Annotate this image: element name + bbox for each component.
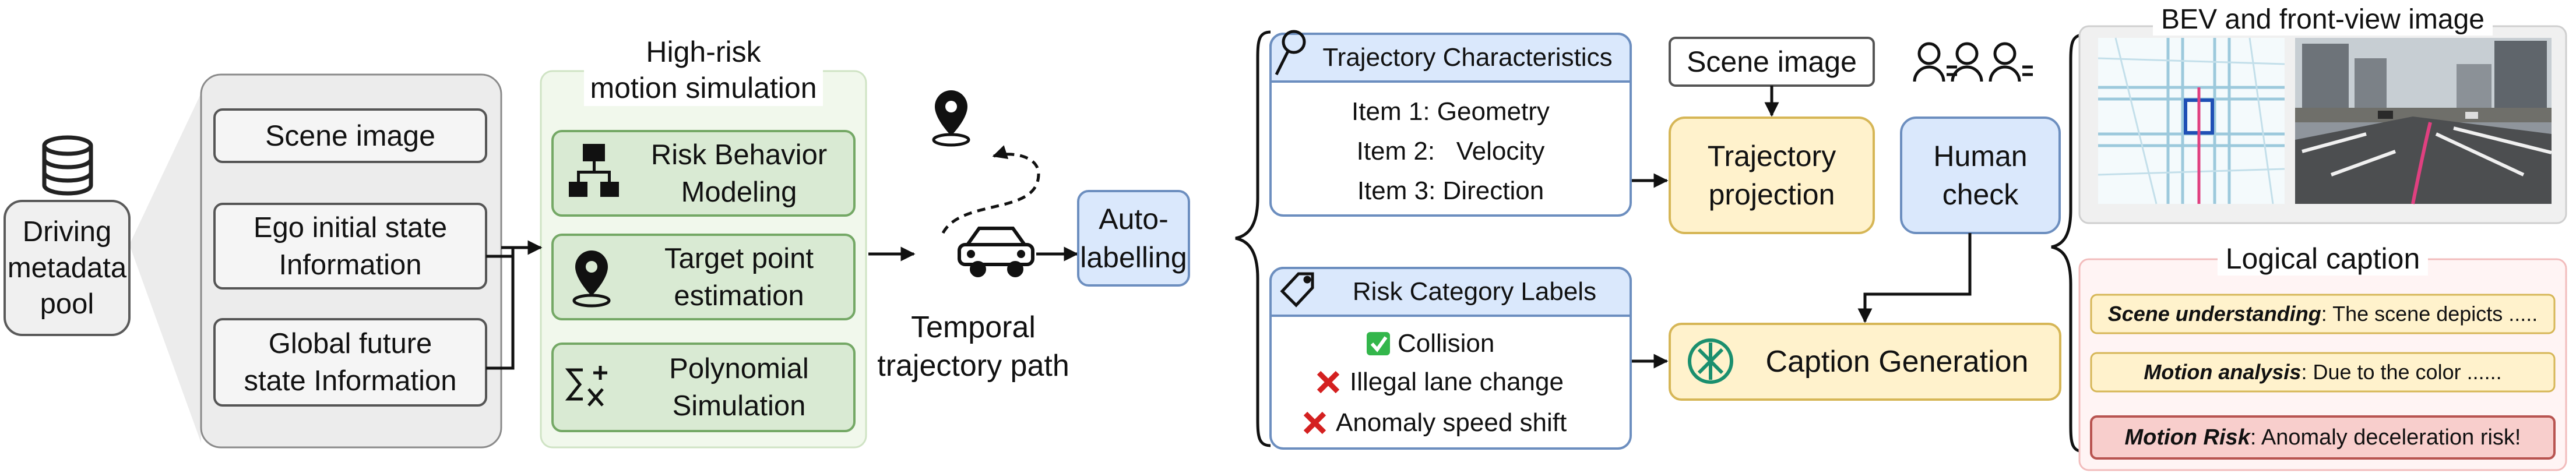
dashed-trajectory [941,145,1040,234]
trajectory-projection-label: Trajectory projection [1670,118,1874,233]
labelling-brace [1235,30,1271,447]
pool-label-line-1: Driving [22,216,112,248]
caption-scene-key: Scene understanding [2107,302,2321,326]
polynomial-line-2: Simulation [672,390,806,422]
caption-motion-box [2090,352,2556,393]
logical-caption-title: Logical caption [2079,239,2566,278]
temporal-label: Temporal trajectory path [874,303,1072,390]
caption-scene-text: : The scene depicts ..... [2321,302,2538,326]
risk-behavior-line-2: Modeling [681,176,797,208]
polynomial-line-1: Polynomial [669,353,809,384]
simulation-title-line-2: motion simulation [584,70,823,106]
simulation-title: High-risk motion simulation [541,29,866,111]
ego-state-line-1: Ego initial state [253,211,448,243]
polynomial-label: Polynomial Simulation [624,344,854,431]
auto-labelling-box [1077,190,1190,287]
temporal-line-2: trajectory path [877,349,1069,383]
output-brace [2051,33,2084,453]
people-icon [1913,42,2033,82]
caption-generation-box [1669,323,2061,401]
caption-risk: Motion Risk: Anomaly deceleration risk! [2091,416,2554,458]
caption-risk-text: : Anomaly deceleration risk! [2250,425,2521,450]
front-view-image [2295,38,2552,204]
global-state-input-box [213,318,487,407]
bev-title-text: BEV and front-view image [2153,3,2493,36]
auto-labelling-line-1: Auto- [1099,203,1169,235]
input-connectors [486,240,543,370]
trajectory-projection-box [1669,117,1875,234]
target-point-line-1: Target point [664,242,814,274]
pool-label-line-3: pool [40,288,94,320]
scene-image-input-box [213,108,487,163]
risk-label-collision: Collision [1398,329,1495,358]
scene-image-input-label: Scene image [265,119,435,152]
traj-char-title: Trajectory Characteristics [1322,43,1613,72]
wrench-icon [1275,30,1306,76]
traj-char-item-2: Item 2: Velocity [1356,137,1545,165]
human-check-line-1: Human [1933,140,2028,172]
database-icon [42,135,93,196]
traj-char-item-3: Item 3: Direction [1357,177,1544,205]
pool-label-line-2: metadata [7,252,127,284]
polynomial-box [551,343,856,432]
auto-labelling-label: Auto- labelling [1078,191,1189,285]
target-pin-icon [932,90,970,147]
risk-label-anomaly-speed: Anomaly speed shift [1336,408,1567,437]
caption-risk-key: Motion Risk [2124,425,2250,450]
bev-map-image [2098,37,2285,204]
global-state-line-1: Global future [268,328,432,359]
traj-char-item-1: Item 1: Geometry [1352,97,1550,126]
ego-state-label: Ego initial state Information [214,204,486,288]
traj-char-items: Item 1: Geometry Item 2: Velocity Item 3… [1271,93,1631,210]
scene-image-tag-label: Scene image [1687,45,1857,78]
ego-state-line-2: Information [279,249,422,281]
caption-scene-box [2090,294,2556,334]
risk-labels-title: Risk Category Labels [1352,277,1597,306]
risk-label-illegal-lane: Illegal lane change [1350,368,1564,396]
trajectory-projection-line-2: projection [1708,178,1835,211]
collision-check-icon [1367,332,1390,355]
caption-motion: Motion analysis: Due to the color ...... [2091,353,2554,391]
illegal-lane-cross-icon [1317,370,1340,394]
pool-node [3,200,131,336]
human-to-caption-arrow [1857,233,1972,323]
global-state-label: Global future state Information [214,319,486,405]
risk-behavior-label: Risk Behavior Modeling [624,131,854,216]
caption-motion-text: : Due to the color ...... [2301,360,2502,384]
logical-caption-title-text: Logical caption [2217,242,2429,276]
temporal-line-1: Temporal [911,310,1036,344]
bev-title: BEV and front-view image [2079,1,2566,37]
trajectory-projection-line-1: Trajectory [1707,140,1836,172]
location-pin-icon [572,250,611,308]
risk-behavior-line-1: Risk Behavior [650,139,828,171]
caption-motion-key: Motion analysis [2144,360,2301,384]
risk-behavior-box [551,130,856,217]
human-check-label: Human check [1901,118,2060,233]
pool-label: Driving metadata pool [5,204,129,332]
hierarchy-icon [569,144,619,197]
tag-icon [1280,272,1314,308]
auto-labelling-line-2: labelling [1080,241,1187,274]
openai-logo-icon [1688,338,1733,384]
target-point-line-2: estimation [674,280,804,312]
human-check-box [1900,117,2061,234]
global-state-line-2: state Information [244,365,457,397]
target-point-box [551,234,856,320]
simulation-title-line-1: High-risk [646,36,761,68]
sum-icon [565,366,607,407]
anomaly-speed-cross-icon [1303,411,1326,435]
target-point-label: Target point estimation [624,235,854,319]
caption-generation-label: Caption Generation [1765,345,2029,379]
car-icon [958,227,1034,277]
caption-risk-box [2090,415,2556,460]
ego-state-input-box [213,203,487,290]
caption-scene: Scene understanding: The scene depicts .… [2091,295,2554,333]
human-check-line-2: check [1942,178,2019,211]
